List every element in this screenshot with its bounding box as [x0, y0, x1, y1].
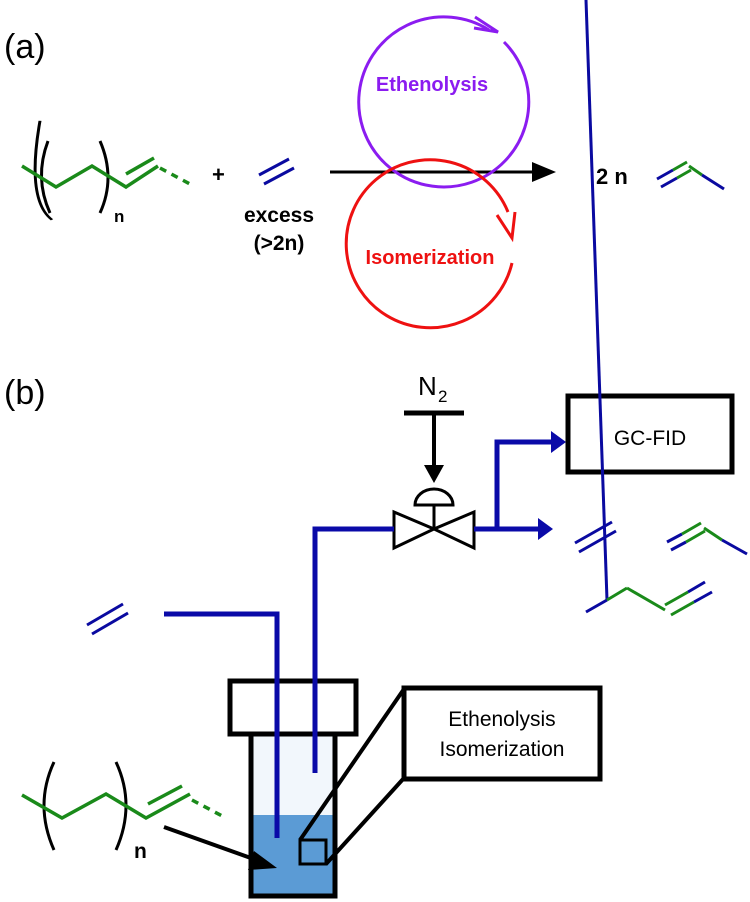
- ethenolysis-arrowhead: [473, 15, 499, 34]
- polymer-chain: [21, 791, 191, 821]
- reactor-vial: [227, 670, 359, 899]
- vial-headspace: [253, 733, 334, 815]
- callout-isomerization: Isomerization: [440, 738, 565, 761]
- n2-subscript: 2: [438, 387, 447, 406]
- open-bracket: [42, 761, 56, 851]
- n2-arrowhead: [424, 465, 444, 483]
- ethenolysis-label: Ethenolysis: [376, 74, 488, 96]
- double-bond: [147, 784, 183, 806]
- ethylene-molecule: [258, 157, 295, 186]
- polymer-feed-arrowhead: [248, 851, 277, 870]
- zoom-region-box: [298, 838, 328, 866]
- effluent-ethylene: [574, 520, 617, 554]
- reactor-outlet-line: [312, 526, 394, 735]
- ethylene-excess-label: excess: [244, 204, 314, 227]
- n2-label: N: [418, 371, 437, 401]
- propylene-molecule: [656, 160, 725, 191]
- panel-b: (b) N 2 GC-FID: [4, 0, 748, 899]
- valve-body-left: [392, 509, 438, 551]
- vial-cap: [227, 678, 359, 737]
- isomerization-arrowhead: [495, 211, 517, 243]
- open-bracket: [33, 120, 54, 221]
- repeat-subscript: n: [114, 207, 124, 226]
- repeat-subscript: n: [134, 840, 147, 863]
- effluent-propylene: [666, 521, 748, 556]
- vial-liquid: [253, 815, 334, 895]
- double-bond: [125, 156, 155, 176]
- isomerization-cycle: Isomerization: [344, 158, 517, 330]
- valve-actuator: [413, 487, 455, 507]
- gc-arrowhead: [551, 431, 566, 453]
- feed-polyolefin: n: [21, 761, 227, 863]
- product-coefficient: 2 n: [596, 164, 628, 189]
- outlet-flow-lines: [312, 431, 566, 735]
- gc-fid-detector[interactable]: GC-FID: [565, 393, 735, 475]
- gc-fid-label: GC-FID: [614, 427, 686, 450]
- panel-a: (a) n + excess (>2n) Ethenolysis: [4, 15, 725, 330]
- effluent-butene: [584, 0, 713, 617]
- chain-continuation: [159, 166, 191, 186]
- polymer-feed-arrow: [163, 825, 263, 864]
- panel-b-label: (b): [4, 374, 46, 412]
- chain-continuation: [191, 798, 227, 820]
- reaction-callout: Ethenolysis Isomerization: [298, 685, 603, 866]
- callout-ethenolysis: Ethenolysis: [448, 708, 555, 731]
- polyolefin-structure: n: [21, 120, 191, 226]
- panel-a-label: (a): [4, 28, 46, 66]
- valve-body-right: [430, 509, 476, 551]
- ethylene-ratio-label: (>2n): [254, 232, 305, 255]
- plus-sign: +: [212, 162, 225, 187]
- feed-ethylene: [86, 602, 129, 636]
- gc-sample-line: [494, 439, 553, 529]
- vent-arrowhead: [538, 518, 553, 540]
- isomerization-label: Isomerization: [366, 247, 495, 269]
- pressure-valve[interactable]: [392, 487, 476, 551]
- reaction-arrowhead: [532, 162, 556, 182]
- polymer-chain: [21, 163, 159, 190]
- isomerization-cycle-arc: [344, 158, 514, 330]
